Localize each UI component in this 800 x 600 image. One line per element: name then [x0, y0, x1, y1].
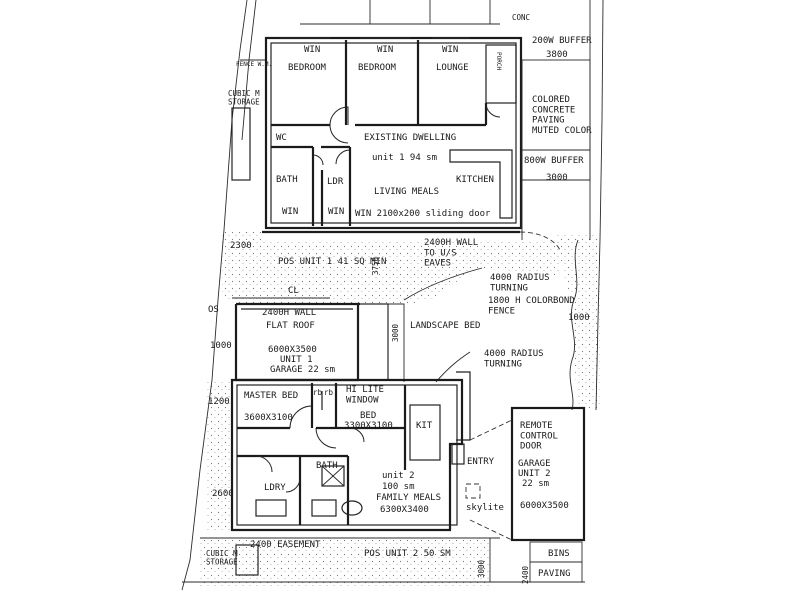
master-size-label: 3600X3100 [244, 413, 293, 423]
bath2-label: BATH [316, 461, 338, 471]
wall-2400h-label: 2400H WALL [262, 308, 316, 318]
win-label-3: WIN [442, 45, 458, 55]
garage1-size-label: 6000X3500 [268, 345, 317, 355]
conc-label: CONC [512, 13, 530, 22]
bedroom-label-2: BEDROOM [358, 63, 397, 73]
cubic-storage-top [231, 107, 251, 181]
win-label-2: WIN [377, 45, 393, 55]
landscape-bed-curve [387, 303, 405, 382]
dim-3000-mid: 3000 [391, 323, 400, 342]
win-label-5: WIN [328, 207, 344, 217]
garage2-unit-label: UNIT 2 [518, 469, 551, 479]
unit2-area-label: 100 sm [382, 482, 415, 492]
garage2-name-label: GARAGE [518, 459, 551, 469]
bed-size-label: 3300X3100 [344, 421, 393, 431]
family-size-label: 6300X3400 [380, 505, 429, 515]
left-site-boundary [181, 0, 248, 591]
rb-label-1: rb [313, 388, 323, 397]
garage-unit2-outline [510, 406, 586, 542]
dim-2400: 2400 [521, 565, 530, 584]
pos-unit1-label: POS UNIT 1 41 SQ MIN [278, 257, 386, 267]
master-bed-label: MASTER BED [244, 391, 298, 401]
kit-label: KIT [416, 421, 433, 431]
dim-2600: 2600 [212, 489, 234, 499]
win-label-4: WIN [282, 207, 298, 217]
garage2-size-label: 6000X3500 [520, 501, 569, 511]
porch-label: PORCH [495, 52, 502, 70]
right-site-boundary [595, 0, 604, 411]
pos-unit1-hatch [222, 232, 560, 305]
pos-unit2-label: POS UNIT 2 50 SM [364, 549, 451, 559]
buffer-200w-label: 200W BUFFER [532, 36, 592, 46]
living-meals-label: LIVING MEALS [374, 187, 439, 197]
dim-2300: 2300 [230, 241, 252, 251]
sliding-door-label: WIN 2100x200 sliding door [355, 209, 491, 219]
dim-3750: 3750 [371, 256, 380, 275]
dim-3000-top: 3000 [546, 173, 568, 183]
right-boundary-wavy [569, 239, 579, 411]
lounge-label: LOUNGE [436, 63, 469, 73]
unit2-outline [230, 378, 464, 532]
cl-label: CL [288, 286, 299, 296]
entry-label: ENTRY [467, 457, 495, 467]
bed-label: BED [360, 411, 376, 421]
turning-radius-top [403, 267, 483, 301]
dim-3000-bottom: 3000 [477, 559, 486, 578]
left-strip-hatch [205, 380, 232, 530]
bath-label: BATH [276, 175, 298, 185]
wc-label: WC [276, 133, 287, 143]
dim-1200: 1200 [208, 397, 230, 407]
dim-3800: 3800 [546, 50, 568, 60]
buffer-800w-label: 800W BUFFER [524, 156, 584, 166]
bins-label: BINS [548, 549, 570, 559]
turning-radius-bottom [435, 351, 471, 383]
ldry-label: LDRY [264, 483, 286, 493]
ldr-label: LDR [327, 177, 344, 187]
pos-unit2-hatch [200, 540, 490, 586]
right-strip-hatch [555, 235, 600, 410]
rb-label-2: rb [324, 388, 334, 397]
paving-label: PAVING [538, 569, 571, 579]
win-label-1: WIN [304, 45, 320, 55]
fence-wm-label: FENCE W.M. [236, 61, 272, 68]
dim-1000-right: 1000 [568, 313, 590, 323]
landscape-bed-label: LANDSCAPE BED [410, 321, 480, 331]
garage1-area-label: GARAGE 22 sm [270, 365, 335, 375]
kitchen-label: KITCHEN [456, 175, 494, 185]
easement-label: 2400 EASEMENT [250, 540, 321, 550]
bedroom-label-1: BEDROOM [288, 63, 327, 73]
skylite-label: skylite [466, 503, 504, 513]
garage1-unit-label: UNIT 1 [280, 355, 313, 365]
family-meals-label: FAMILY MEALS [376, 493, 441, 503]
dim-1000-left: 1000 [210, 341, 232, 351]
flat-roof-label: FLAT ROOF [266, 321, 315, 331]
unit2-name-label: unit 2 [382, 471, 415, 481]
garage2-area-label: 22 sm [522, 479, 549, 489]
unit1-area-label: unit 1 94 sm [372, 153, 437, 163]
os-label: OS [208, 305, 219, 315]
existing-dwelling-label: EXISTING DWELLING [364, 133, 456, 143]
cubic-storage-bottom [235, 544, 259, 576]
